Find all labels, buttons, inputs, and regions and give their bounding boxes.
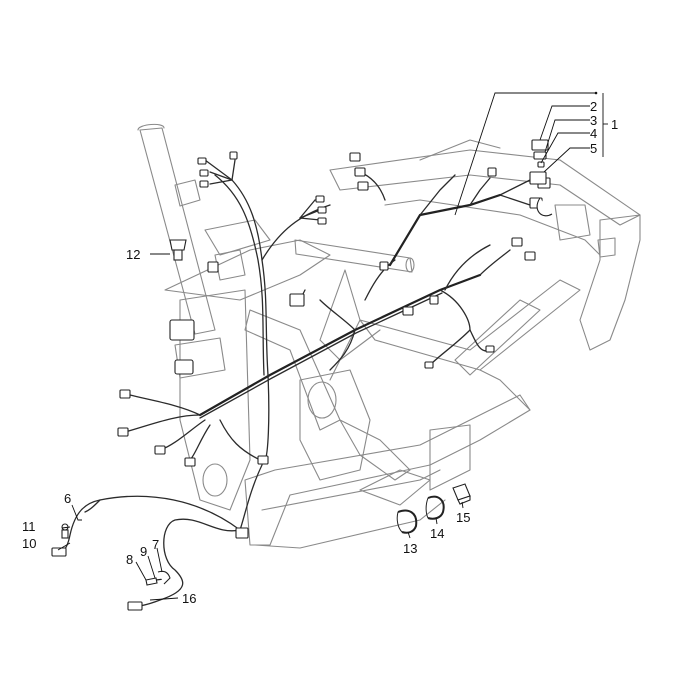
callout-labels: 1 2 3 4 5 6 7 8 9 10 11 12 13 14 15 16 [22, 99, 618, 606]
screw-parts-7-9 [145, 570, 171, 586]
callout-6: 6 [64, 491, 71, 506]
leader-lines [57, 91, 608, 601]
callout-2: 2 [590, 99, 597, 114]
clamp-part-14 [425, 495, 445, 520]
sensor-part-10-11 [61, 523, 69, 539]
callout-16: 16 [182, 591, 196, 606]
harness-connectors [51, 151, 551, 611]
scooter-frame [137, 123, 641, 549]
grommet-part-12 [169, 239, 187, 261]
callout-4: 4 [590, 126, 597, 141]
callout-5: 5 [590, 141, 597, 156]
callout-15: 15 [456, 510, 470, 525]
callout-12: 12 [126, 247, 140, 262]
callout-10: 10 [22, 536, 36, 551]
callout-3: 3 [590, 113, 597, 128]
rubber-cap-part-15 [452, 483, 471, 505]
callout-1: 1 [611, 117, 618, 132]
callout-14: 14 [430, 526, 444, 541]
main-wiring-harness [61, 159, 541, 607]
clamp-part-13 [396, 509, 418, 534]
callout-13: 13 [403, 541, 417, 556]
loose-parts [61, 139, 553, 586]
callout-11: 11 [22, 519, 36, 534]
relay-parts-2-5 [529, 139, 549, 185]
callout-8: 8 [126, 552, 133, 567]
callout-9: 9 [140, 544, 147, 559]
callout-7: 7 [152, 537, 159, 552]
